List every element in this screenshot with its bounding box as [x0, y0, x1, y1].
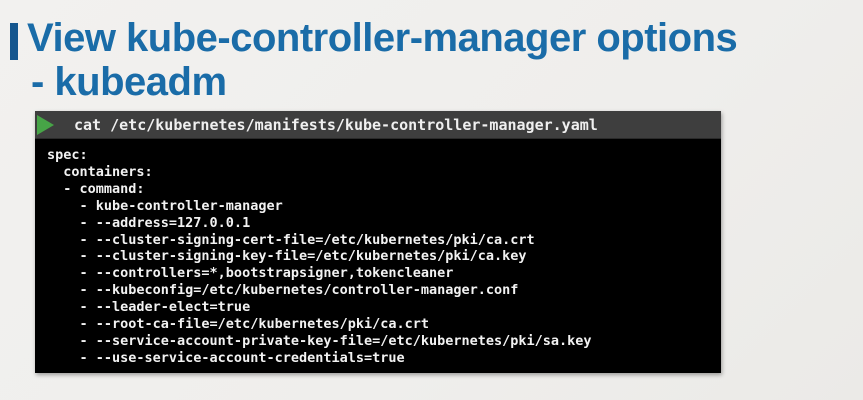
- terminal-line: - --cluster-signing-key-file=/etc/kubern…: [47, 248, 527, 265]
- terminal-line: - --leader-elect=true: [47, 299, 251, 316]
- terminal-header: cat /etc/kubernetes/manifests/kube-contr…: [35, 111, 721, 139]
- page-title-line-1: View kube-controller-manager options: [27, 16, 738, 60]
- terminal-line: - --kubeconfig=/etc/kubernetes/controlle…: [47, 282, 519, 299]
- terminal-line: - --service-account-private-key-file=/et…: [47, 332, 592, 349]
- terminal-line: containers:: [47, 163, 153, 180]
- terminal-line: - --root-ca-file=/etc/kubernetes/pki/ca.…: [47, 316, 430, 333]
- terminal-line: spec:: [47, 147, 88, 163]
- terminal-window: cat /etc/kubernetes/manifests/kube-contr…: [35, 111, 721, 373]
- terminal-command: cat /etc/kubernetes/manifests/kube-contr…: [74, 115, 598, 134]
- title-accent-bar: [10, 23, 18, 60]
- terminal-line: - --address=127.0.0.1: [47, 214, 251, 231]
- terminal-output: spec: containers: - command: - kube-cont…: [35, 139, 721, 373]
- play-icon: [37, 114, 54, 135]
- terminal-line: - --cluster-signing-cert-file=/etc/kuber…: [47, 231, 535, 248]
- terminal-line: - command:: [47, 180, 145, 197]
- page-title-line-2: - kubeadm: [31, 60, 227, 104]
- terminal-line: - kube-controller-manager: [47, 197, 283, 214]
- terminal-line: - --controllers=*,bootstrapsigner,tokenc…: [47, 265, 454, 282]
- title-block: View kube-controller-manager options - k…: [10, 16, 738, 104]
- page-title: View kube-controller-manager options - k…: [27, 16, 738, 104]
- terminal-line: - --use-service-account-credentials=true: [47, 349, 405, 366]
